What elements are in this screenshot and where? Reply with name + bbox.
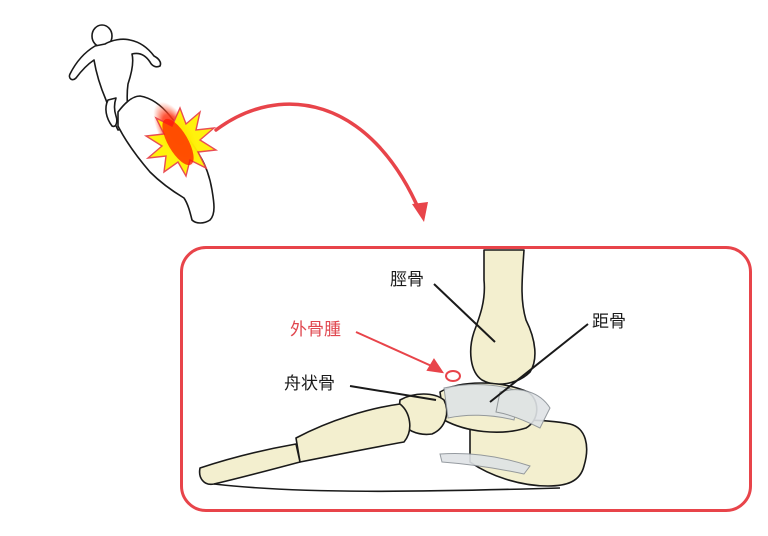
arrowhead-icon (412, 202, 428, 222)
tibia-leader-line (433, 283, 496, 343)
metatarsal-bone (295, 403, 411, 463)
label-navicular: 舟状骨 (284, 374, 335, 394)
pain-core (162, 118, 194, 166)
zoom-frame (180, 246, 752, 512)
exostosis-leader-arrow (355, 331, 437, 369)
pointer-arrow-icon (214, 102, 422, 214)
label-exostosis: 外骨腫 (290, 320, 341, 340)
plantar-fascia (213, 483, 561, 493)
toe-bones (198, 443, 301, 486)
exostosis-marker (445, 370, 461, 382)
navicular-leader-line (349, 385, 437, 401)
tibia-bone (469, 249, 536, 385)
exostosis-arrowhead-icon (426, 358, 445, 374)
talus-leader-line (489, 323, 589, 403)
label-tibia: 脛骨 (390, 270, 424, 290)
label-talus: 距骨 (592, 312, 626, 332)
